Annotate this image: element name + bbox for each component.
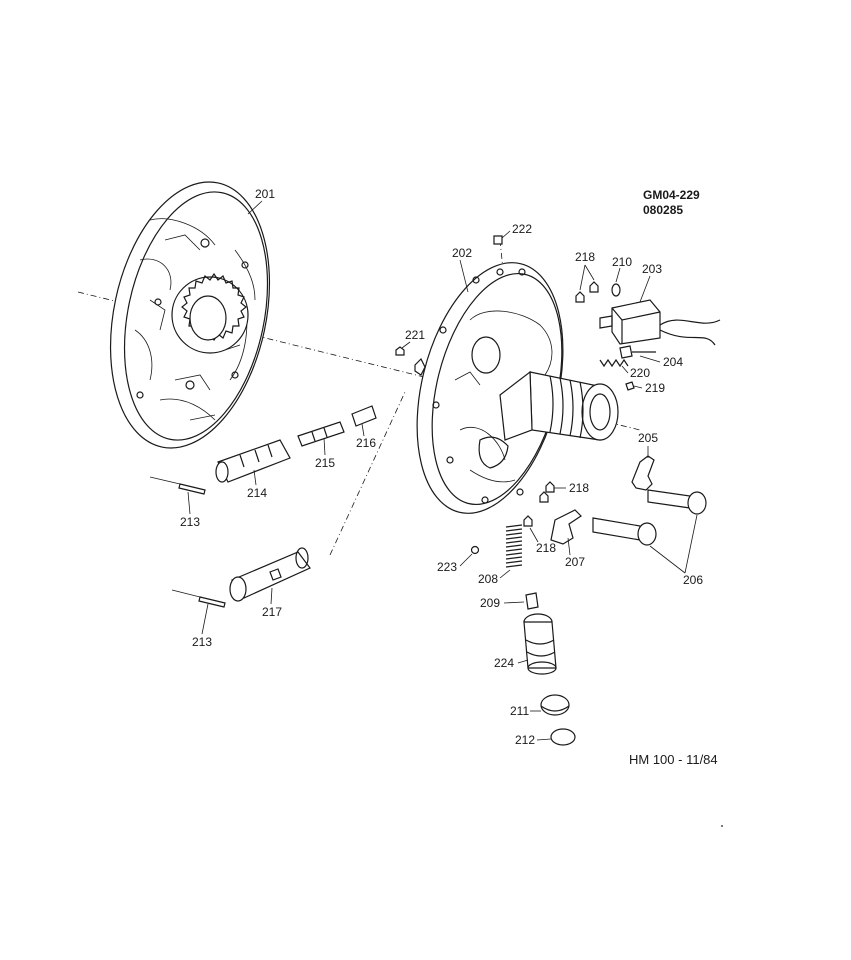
callout-205: 205 [638, 431, 658, 445]
callout-217: 217 [262, 605, 282, 619]
callout-209: 209 [480, 596, 500, 610]
callout-218-middle: 218 [569, 481, 589, 495]
plug-209 [525, 592, 539, 610]
leader-201 [247, 200, 263, 215]
bolt-204 [619, 345, 656, 359]
leader-219 [633, 385, 643, 389]
callout-211: 211 [510, 704, 529, 718]
leader-216 [361, 423, 365, 437]
leader-218-lower [529, 527, 539, 543]
pin-213-upper [149, 476, 206, 495]
callout-216: 216 [356, 436, 376, 450]
leader-212 [536, 738, 552, 741]
callout-210: 210 [612, 255, 632, 269]
leader-221 [401, 341, 411, 349]
callout-218-upper: 218 [575, 250, 595, 264]
plug-221 [395, 346, 405, 356]
callout-206: 206 [683, 573, 703, 587]
leader-206a [684, 514, 698, 574]
plug-219 [625, 381, 635, 391]
bolts-206 [592, 489, 707, 546]
pin-213-lower [171, 589, 226, 608]
o-ring-210 [611, 283, 621, 297]
callout-215: 215 [315, 456, 335, 470]
bracket-207 [550, 509, 582, 545]
leader-209 [503, 601, 525, 604]
callout-214: 214 [247, 486, 267, 500]
callout-219: 219 [645, 381, 665, 395]
spring-220 [599, 358, 629, 368]
stator-hub [499, 370, 619, 441]
callout-201: 201 [255, 187, 275, 201]
callout-207: 207 [565, 555, 585, 569]
callout-212: 212 [515, 733, 535, 747]
leader-204 [639, 355, 661, 363]
drawing-ref-date: 080285 [643, 203, 683, 217]
leader-218-upper-a [579, 264, 586, 291]
piston-224 [523, 613, 557, 675]
leader-208 [499, 569, 511, 579]
valve-spool-215 [297, 421, 345, 447]
callout-208: 208 [478, 572, 498, 586]
leader-202 [459, 259, 469, 293]
valve-axis-line [329, 391, 406, 556]
solenoid-203 [599, 299, 721, 346]
clip-205 [631, 455, 655, 491]
callout-203: 203 [642, 262, 662, 276]
leader-206b [649, 545, 686, 574]
pump-cover-201 [109, 181, 271, 449]
leader-213-upper [187, 491, 191, 515]
plug-222 [493, 235, 503, 245]
ball-218-upper [575, 281, 599, 303]
leader-224 [517, 659, 529, 664]
callout-213-lower: 213 [192, 635, 212, 649]
leader-203 [639, 275, 651, 303]
spring-208 [505, 524, 523, 568]
leader-223 [459, 553, 473, 567]
callout-213-upper: 213 [180, 515, 200, 529]
leader-215 [323, 437, 326, 456]
leader-222 [501, 230, 511, 239]
callout-223: 223 [437, 560, 457, 574]
leader-220 [621, 365, 629, 374]
drawing-footer: HM 100 - 11/84 [629, 752, 718, 767]
ball-223 [470, 545, 480, 555]
leader-214 [253, 469, 257, 486]
valve-217 [229, 547, 311, 602]
pump-body-202 [414, 262, 564, 514]
snap-ring-212 [550, 728, 576, 746]
leader-213-lower [201, 603, 209, 635]
valve-216 [351, 405, 377, 427]
callout-222: 222 [512, 222, 532, 236]
callout-220: 220 [630, 366, 650, 380]
callout-221: 221 [405, 328, 425, 342]
callout-202: 202 [452, 246, 472, 260]
callout-224: 224 [494, 656, 514, 670]
ball-218-lower [523, 515, 533, 527]
leader-217 [270, 587, 273, 605]
cap-211 [540, 694, 570, 716]
ball-218-middle [539, 481, 555, 503]
leader-218-upper-b [584, 264, 595, 281]
leader-207 [567, 537, 571, 556]
callout-204: 204 [663, 355, 683, 369]
speck-mark [721, 825, 723, 827]
drawing-ref-code: GM04-229 [643, 188, 700, 202]
valve-214 [215, 439, 291, 483]
leader-210 [615, 267, 621, 283]
callout-218-lower: 218 [536, 541, 556, 555]
